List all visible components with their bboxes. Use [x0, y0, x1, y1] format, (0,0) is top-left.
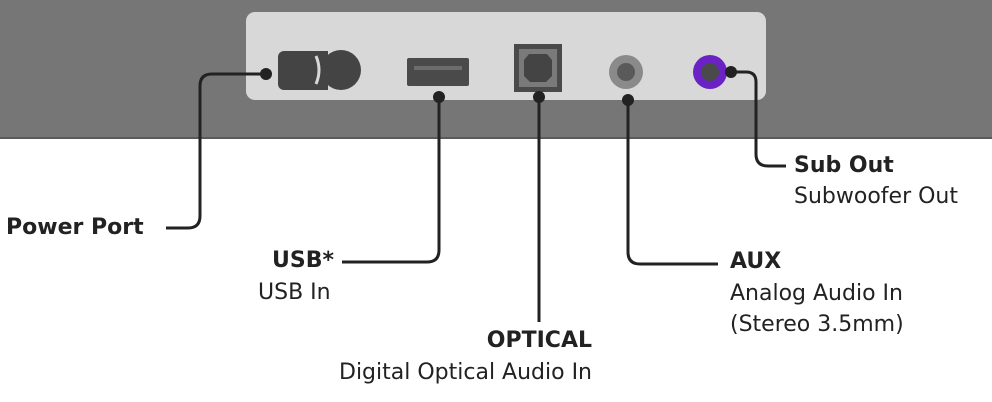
power-port-icon: [278, 50, 361, 90]
sub-out-leader-line: [731, 70, 786, 168]
optical-port-icon: [514, 44, 562, 92]
sub-out-jack-icon: [693, 55, 727, 89]
sub-out-leader-dot: [725, 66, 737, 78]
optical-title: OPTICAL: [486, 328, 592, 353]
power-leader-line: [166, 72, 266, 230]
usb-subtitle: USB In: [258, 280, 331, 305]
usb-leader-line: [342, 97, 441, 264]
sub-out-subtitle: Subwoofer Out: [794, 184, 958, 209]
aux-title: AUX: [730, 249, 782, 274]
aux-jack-icon: [609, 55, 643, 89]
power-leader-dot: [260, 68, 272, 80]
device-edge: [0, 137, 992, 139]
usb-leader-dot: [433, 91, 445, 103]
optical-subtitle: Digital Optical Audio In: [339, 360, 592, 385]
optical-leader-dot: [533, 91, 545, 103]
aux-leader-line: [626, 100, 718, 266]
power-port-title: Power Port: [6, 215, 144, 240]
usb-title: USB*: [272, 248, 334, 273]
usb-port-icon: [407, 58, 469, 86]
sub-out-title: Sub Out: [794, 153, 894, 178]
aux-leader-dot: [622, 94, 634, 106]
aux-line-1: Analog Audio In: [730, 281, 903, 306]
aux-line-2: (Stereo 3.5mm): [730, 312, 904, 337]
